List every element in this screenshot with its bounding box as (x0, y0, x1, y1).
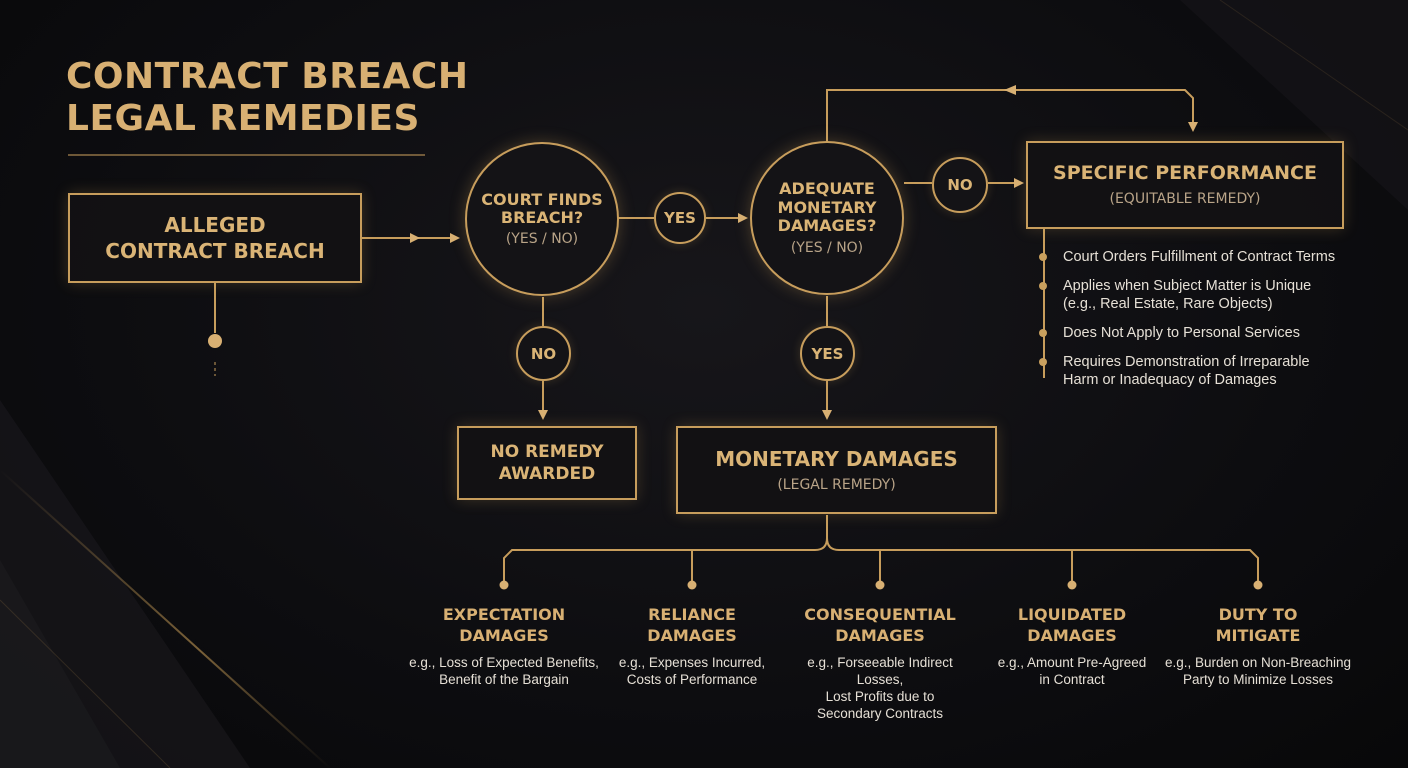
damage-title: CONSEQUENTIAL DAMAGES (785, 604, 975, 646)
bullet-dot-icon (1039, 282, 1047, 290)
damage-title-line: DUTY TO (1218, 605, 1298, 624)
specific-performance-list: Court Orders Fulfillment of Contract Ter… (1039, 248, 1374, 400)
specific-sub: (EQUITABLE REMEDY) (1109, 190, 1261, 207)
title-line-2: LEGAL REMEDIES (66, 98, 420, 139)
list-item: Court Orders Fulfillment of Contract Ter… (1039, 248, 1374, 266)
court-sub: (YES / NO) (505, 231, 579, 248)
damage-type-reliance: RELIANCE DAMAGES e.g., Expenses Incurred,… (597, 604, 787, 688)
no-remedy-line-1: NO REMEDY (490, 442, 604, 462)
damage-type-liquidated: LIQUIDATED DAMAGES e.g., Amount Pre-Agree… (977, 604, 1167, 688)
damage-title: LIQUIDATED DAMAGES (977, 604, 1167, 646)
adequate-line-3: DAMAGES? (777, 216, 877, 236)
list-item-line: (e.g., Real Estate, Rare Objects) (1063, 296, 1273, 312)
court-line-1: COURT FINDS (481, 189, 603, 209)
yes-badge-court: YES (654, 192, 706, 244)
adequate-line-2: MONETARY (777, 197, 877, 217)
adequate-damages-node: ADEQUATE MONETARY DAMAGES? (YES / NO) (750, 141, 904, 295)
damage-title-line: DAMAGES (835, 626, 925, 645)
no-remedy-line-2: AWARDED (498, 464, 596, 484)
damage-desc-line: e.g., Amount Pre-Agreed (997, 655, 1147, 670)
list-item-line: Applies when Subject Matter is Unique (1063, 278, 1312, 294)
no-remedy-node: NO REMEDY AWARDED (457, 426, 637, 500)
court-line-2: BREACH? (500, 208, 584, 227)
damage-title-line: DAMAGES (1027, 626, 1117, 645)
alleged-breach-node: ALLEGED CONTRACT BREACH (68, 193, 362, 283)
court-finds-breach-node: COURT FINDS BREACH? (YES / NO) (465, 142, 619, 296)
list-item-line: Requires Demonstration of Irreparable (1063, 354, 1310, 370)
damage-desc-line: Costs of Performance (626, 672, 758, 687)
bullet-dot-icon (1039, 329, 1047, 337)
damage-title-line: DAMAGES (459, 626, 549, 645)
list-item: Does Not Apply to Personal Services (1039, 324, 1374, 342)
damage-title: EXPECTATION DAMAGES (409, 604, 599, 646)
damage-title-line: RELIANCE (648, 605, 736, 624)
adequate-sub: (YES / NO) (790, 239, 864, 256)
specific-performance-node: SPECIFIC PERFORMANCE (EQUITABLE REMEDY) (1026, 141, 1344, 229)
damage-title-line: CONSEQUENTIAL (804, 605, 956, 624)
damage-desc-line: Lost Profits due to (825, 689, 935, 704)
list-item-line: Court Orders Fulfillment of Contract Ter… (1063, 249, 1336, 265)
monetary-title: MONETARY DAMAGES (715, 446, 958, 471)
no-badge-adequate: NO (932, 157, 988, 213)
no-badge-court: NO (516, 326, 571, 381)
monetary-sub: (LEGAL REMEDY) (777, 476, 896, 493)
damage-title: RELIANCE DAMAGES (597, 604, 787, 646)
damage-desc-line: e.g., Forseeable Indirect Losses, (807, 655, 953, 687)
list-item-line: Does Not Apply to Personal Services (1063, 325, 1300, 341)
damage-title: DUTY TO MITIGATE (1163, 604, 1353, 646)
monetary-damages-node: MONETARY DAMAGES (LEGAL REMEDY) (676, 426, 997, 514)
bullet-dot-icon (1039, 253, 1047, 261)
page-title: CONTRACT BREACH LEGAL REMEDIES (66, 56, 506, 140)
damage-desc-line: Party to Minimize Losses (1182, 672, 1334, 687)
adequate-line-1: ADEQUATE (779, 179, 875, 199)
title-line-1: CONTRACT BREACH (66, 56, 469, 97)
damage-desc-line: in Contract (1039, 672, 1105, 687)
damage-desc-line: e.g., Loss of Expected Benefits, (409, 655, 599, 670)
damage-title-line: DAMAGES (647, 626, 737, 645)
alleged-line-2: CONTRACT BREACH (105, 239, 325, 263)
damage-desc-line: e.g., Expenses Incurred, (618, 655, 766, 670)
specific-title: SPECIFIC PERFORMANCE (1053, 162, 1317, 185)
damage-title-line: LIQUIDATED (1017, 605, 1127, 624)
damage-type-mitigate: DUTY TO MITIGATE e.g., Burden on Non-Brea… (1163, 604, 1353, 688)
yes-badge-adequate: YES (800, 326, 855, 381)
alleged-line-1: ALLEGED (164, 213, 266, 237)
list-item: Applies when Subject Matter is Unique (e… (1039, 277, 1374, 313)
damage-title-line: MITIGATE (1215, 626, 1301, 645)
damage-desc-line: Secondary Contracts (816, 706, 944, 721)
bullet-dot-icon (1039, 358, 1047, 366)
damage-title-line: EXPECTATION (442, 605, 566, 624)
damage-type-consequential: CONSEQUENTIAL DAMAGES e.g., Forseeable In… (785, 604, 975, 722)
list-item-line: Harm or Inadequacy of Damages (1063, 372, 1277, 388)
list-item: Requires Demonstration of Irreparable Ha… (1039, 353, 1374, 389)
damage-desc-line: Benefit of the Bargain (439, 672, 569, 687)
damage-desc-line: e.g., Burden on Non-Breaching (1164, 655, 1352, 670)
damage-type-expectation: EXPECTATION DAMAGES e.g., Loss of Expecte… (409, 604, 599, 688)
